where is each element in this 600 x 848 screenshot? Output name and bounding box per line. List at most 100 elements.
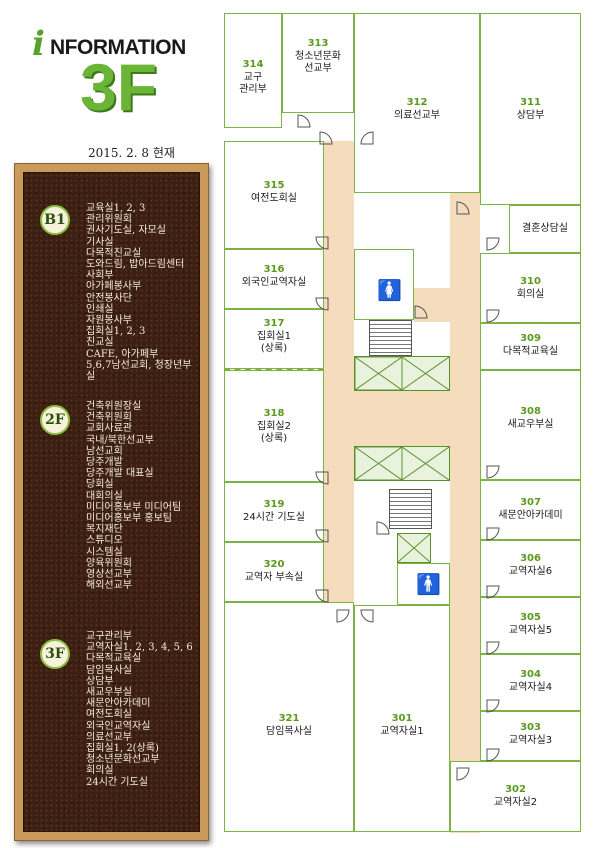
restroom-men: 🚹 [397, 563, 450, 605]
room-313[interactable]: 313 청소년문화 선교부 [282, 13, 354, 113]
door-icon [315, 471, 329, 485]
directory-item: 다목적교육실 [86, 653, 142, 665]
corridor-right [450, 193, 480, 833]
door-icon [315, 529, 329, 543]
door-icon [319, 131, 333, 145]
door-icon [336, 609, 350, 623]
directory-item: 인쇄실 [86, 303, 114, 315]
directory-item: 당주개발 [86, 457, 123, 469]
door-icon [486, 585, 500, 599]
room-317[interactable]: 317 집회실1 (상록) [224, 309, 324, 369]
door-icon [315, 297, 329, 311]
directory-item: 안전봉사단 [86, 292, 132, 304]
room-315[interactable]: 315 여전도회실 [224, 141, 324, 249]
directory-item: 담임목사실 [86, 664, 132, 676]
directory-item: 청소년문화선교부 [86, 754, 160, 766]
door-icon [486, 699, 500, 713]
directory-item: CAFE, 아가페부 [86, 348, 159, 360]
directory-item: 여전도회실 [86, 709, 132, 721]
directory-item: 남선교회 [86, 445, 123, 457]
door-icon [456, 201, 470, 215]
room-314[interactable]: 314 교구 관리부 [224, 13, 282, 128]
floor-badge-3f: 3F [40, 639, 70, 669]
room-308[interactable]: 308 새교우부실 [480, 370, 581, 480]
directory-item: 국내/북한선교부 [86, 434, 154, 446]
restroom-women: 🚺 [354, 249, 414, 320]
room-312[interactable]: 312 의료선교부 [354, 13, 480, 193]
directory-item: 미디어홍보부 미디어팀 [86, 501, 182, 513]
directory-item: 집회실1, 2, 3 [86, 326, 146, 338]
room-wedding-counseling[interactable]: 결혼상담실 [509, 205, 581, 253]
floor-plan: 314 교구 관리부 313 청소년문화 선교부 312 의료선교부 311 상… [224, 13, 581, 833]
room-306[interactable]: 306 교역자실6 [480, 540, 581, 597]
directory-item: 아가페봉사부 [86, 281, 142, 293]
logo-word: NFORMATION [50, 36, 186, 59]
door-icon [486, 748, 500, 762]
directory-item: 외국인교역자실 [86, 720, 151, 732]
elevator-upper [354, 356, 450, 391]
directory-item: 권사기도실, 자모실 [86, 225, 166, 237]
door-icon [376, 521, 390, 535]
room-304[interactable]: 304 교역자실4 [480, 654, 581, 711]
elevator-middle [354, 446, 450, 481]
room-305[interactable]: 305 교역자실5 [480, 597, 581, 654]
directory-item: 해외선교부 [86, 580, 132, 592]
directory-item: 기사실 [86, 236, 114, 248]
door-icon [315, 589, 329, 603]
directory-item: 대회의실 [86, 490, 123, 502]
door-icon [315, 236, 329, 250]
directory-item: 자원봉사부 [86, 315, 132, 327]
door-icon [414, 305, 428, 319]
directory-item: 양육위원회 [86, 557, 132, 569]
floor-badge-2f: 2F [40, 405, 70, 435]
directory-item: 건축위원회 [86, 412, 132, 424]
room-318[interactable]: 318 집회실2 (상록) [224, 370, 324, 482]
directory-item: 친교실 [86, 337, 114, 349]
room-307[interactable]: 307 새문안아카데미 [480, 480, 581, 540]
directory-item: 당회실 [86, 479, 114, 491]
room-316[interactable]: 316 외국인교역자실 [224, 249, 324, 309]
logo-i: i [32, 24, 45, 64]
stairs-lower [389, 489, 432, 529]
door-icon [486, 527, 500, 541]
directory-item: 새문안아카데미 [86, 698, 151, 710]
door-icon [297, 114, 311, 128]
directory-item: 복지재단 [86, 524, 123, 536]
room-310[interactable]: 310 회의실 [480, 253, 581, 323]
room-319[interactable]: 319 24시간 기도실 [224, 482, 324, 542]
date-label: 2015. 2. 8 현재 [88, 146, 175, 160]
directory-item: 다목적친교실 [86, 247, 142, 259]
directory-item: 교구관리부 [86, 631, 132, 642]
corridor-cross [324, 391, 480, 446]
directory-item: 교역자실1, 2, 3, 4, 5, 6 [86, 642, 193, 654]
directory-item: 스튜디오 [86, 535, 123, 547]
room-321[interactable]: 321 담임목사실 [224, 602, 354, 832]
directory-item: 상담부 [86, 675, 114, 687]
door-icon [360, 131, 374, 145]
floor-title: 3F [80, 50, 158, 124]
room-301[interactable]: 301 교역자실1 [354, 605, 450, 832]
directory-item: 관리위원회 [86, 214, 132, 226]
room-320[interactable]: 320 교역자 부속실 [224, 542, 324, 602]
elevator-lower [397, 533, 431, 563]
door-icon [486, 465, 500, 479]
room-309[interactable]: 309 다목적교육실 [480, 323, 581, 370]
stairs-upper [369, 320, 412, 356]
directory-item: 도와드림, 밥아드림센터 [86, 259, 185, 271]
directory-item: 시스템실 [86, 546, 123, 558]
room-311[interactable]: 311 상담부 [480, 13, 581, 205]
directory-item: 미디어홍보부 홍보팀 [86, 513, 172, 525]
door-icon [486, 309, 500, 323]
man-restroom-icon: 🚹 [416, 572, 441, 596]
directory-item: 건축위원장실 [86, 401, 142, 412]
corridor-nook [414, 288, 450, 322]
directory-item: 사회부 [86, 270, 114, 282]
door-icon [486, 237, 500, 251]
room-303[interactable]: 303 교역자실3 [480, 711, 581, 761]
room-302[interactable]: 302 교역자실2 [450, 761, 581, 832]
